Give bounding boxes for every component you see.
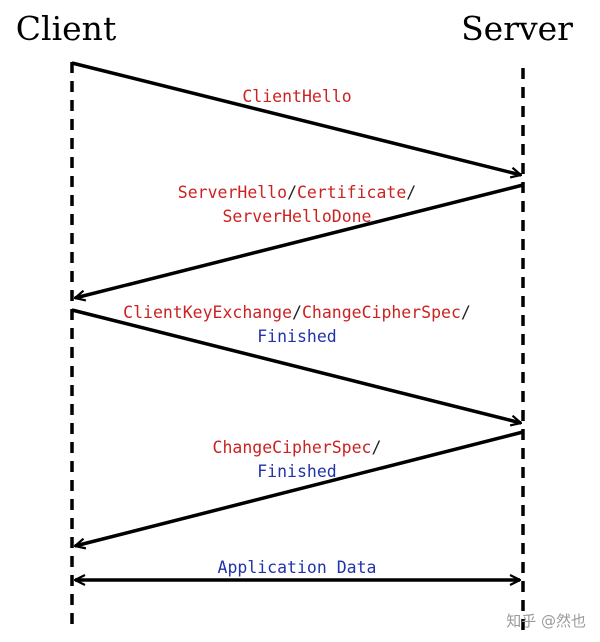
message-segment: / — [292, 303, 302, 322]
msg-server-hello-line2: ServerHelloDone — [222, 207, 371, 226]
message-segment: Certificate — [297, 183, 406, 202]
client-label: Client — [16, 9, 116, 48]
message-segment: / — [287, 183, 297, 202]
client-hello-arrow — [71, 61, 521, 175]
message-segment: ChangeCipherSpec — [302, 303, 461, 322]
message-segment: / — [406, 183, 416, 202]
message-segment: ServerHello — [178, 183, 287, 202]
message-segment: Finished — [257, 327, 336, 346]
msg-change-cipher-spec-line2: Finished — [257, 462, 336, 481]
msg-client-key-exchange-line2: Finished — [257, 327, 336, 346]
message-segment: ServerHelloDone — [222, 207, 371, 226]
msg-change-cipher-spec-line1: ChangeCipherSpec/ — [213, 438, 382, 457]
msg-application-data: Application Data — [218, 558, 377, 577]
message-labels: ClientHello ServerHello/Certificate/ Ser… — [123, 87, 471, 577]
msg-client-hello: ClientHello — [242, 87, 351, 106]
server-label: Server — [461, 9, 573, 48]
message-segment: ChangeCipherSpec — [213, 438, 372, 457]
message-segment: Application Data — [218, 558, 377, 577]
watermark: 知乎 @然也 — [506, 612, 586, 630]
msg-client-key-exchange-line1: ClientKeyExchange/ChangeCipherSpec/ — [123, 303, 471, 322]
message-segment: / — [372, 438, 382, 457]
client-key-exchange-arrow — [71, 308, 521, 423]
message-segment: ClientHello — [242, 87, 351, 106]
msg-server-hello-line1: ServerHello/Certificate/ — [178, 183, 416, 202]
change-cipher-spec-arrow — [75, 430, 524, 546]
server-hello-arrow — [75, 183, 524, 298]
message-segment: ClientKeyExchange — [123, 303, 292, 322]
message-segment: / — [461, 303, 471, 322]
message-segment: Finished — [257, 462, 336, 481]
